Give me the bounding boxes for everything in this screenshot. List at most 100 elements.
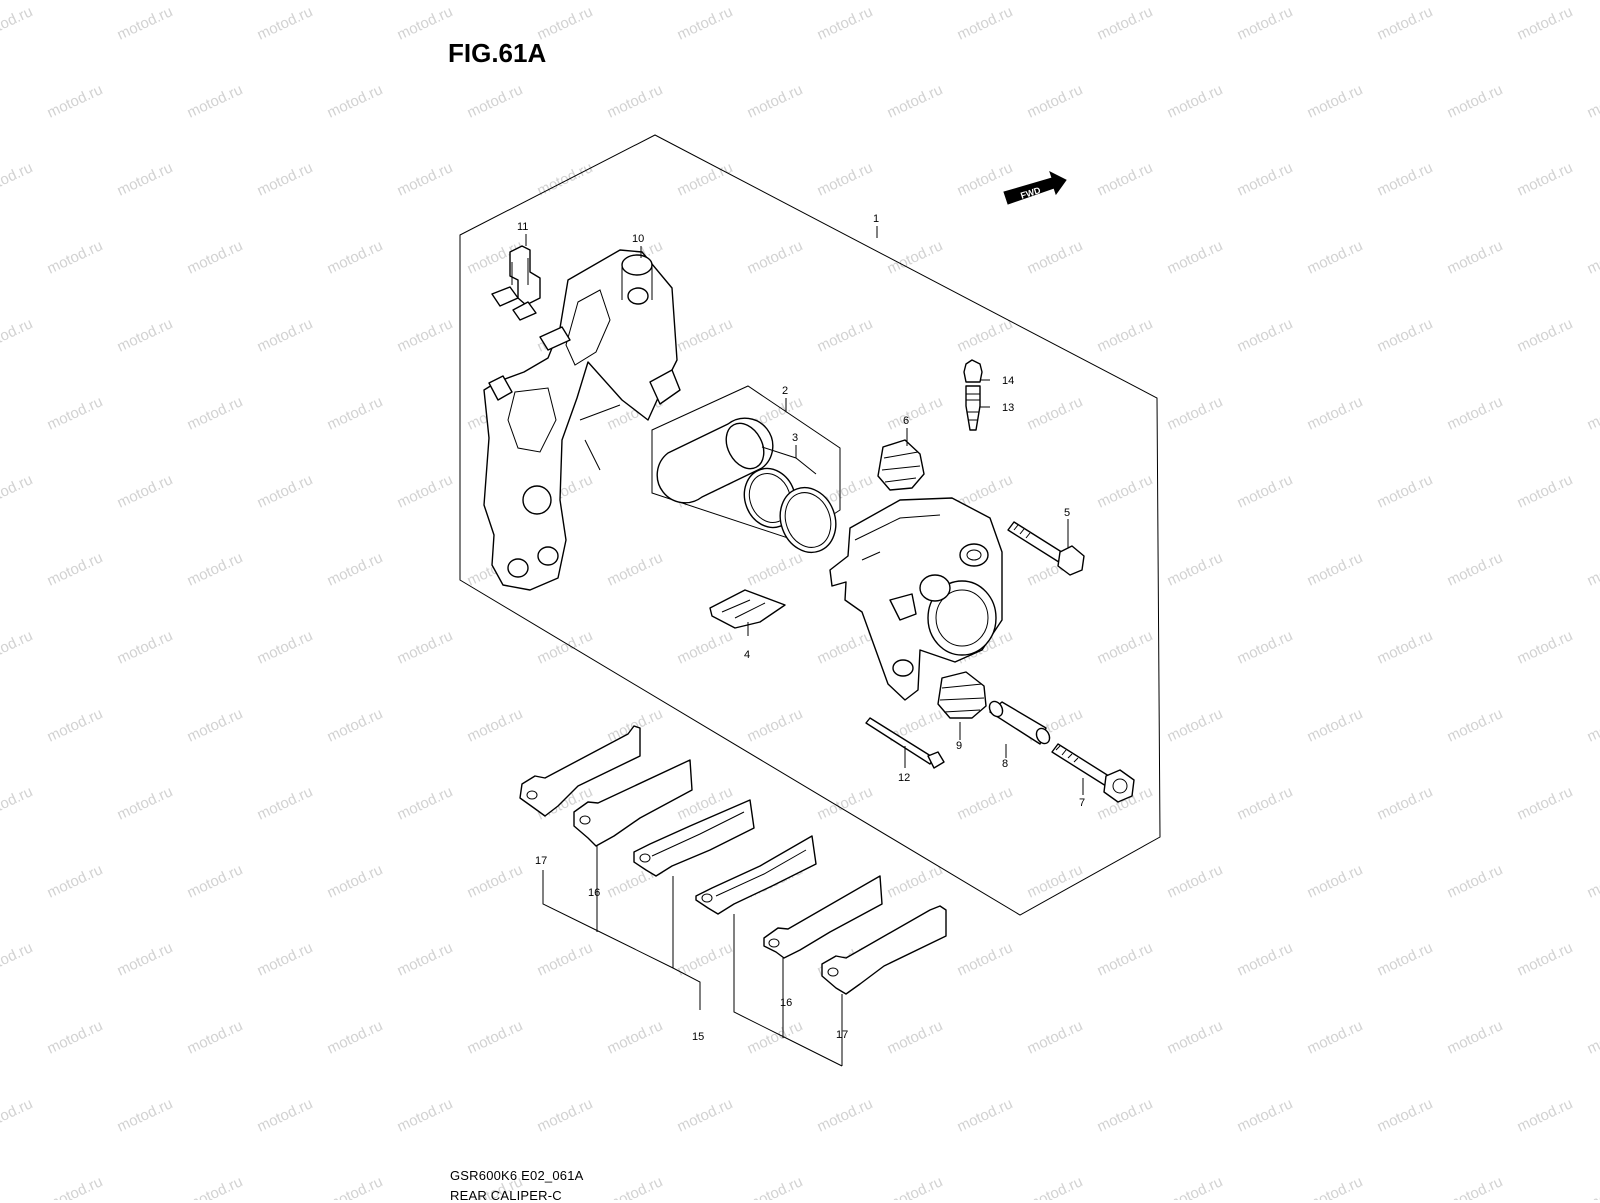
watermark-text: motod.ru <box>325 861 386 901</box>
watermark-text: motod.ru <box>1445 393 1506 433</box>
watermark-text: motod.ru <box>115 627 176 667</box>
watermark-text: motod.ru <box>255 627 316 667</box>
watermark-text: motod.ru <box>535 3 596 43</box>
watermark-text: motod.ru <box>395 471 456 511</box>
watermark-text: motod.ru <box>885 393 946 433</box>
watermark-text: motod.ru <box>1165 237 1226 277</box>
watermark-text: motod.ru <box>395 939 456 979</box>
watermark-text: motod.ru <box>45 1173 106 1200</box>
watermark-text: motod.ru <box>185 81 246 121</box>
pad-retainer-clip <box>491 245 541 321</box>
watermark-text: motod.ru <box>115 159 176 199</box>
watermark-text: motod.ru <box>185 1173 246 1200</box>
watermark-text: motod.ru <box>255 159 316 199</box>
watermark-text: motod.ru <box>1025 1173 1086 1200</box>
watermark-text: motod.ru <box>745 705 806 745</box>
figure-title: FIG.61A <box>448 38 547 68</box>
watermark-text: motod.ru <box>185 237 246 277</box>
watermark-text: motod.ru <box>1515 3 1576 43</box>
watermark-text: motod.ru <box>45 861 106 901</box>
watermark-text: motod.ru <box>1165 861 1226 901</box>
watermark-text: motod.ru <box>1235 3 1296 43</box>
watermark-text: motod.ru <box>1515 159 1576 199</box>
watermark-text: motod.ru <box>885 1017 946 1057</box>
watermark-text: motod.ru <box>1515 315 1576 355</box>
watermark-text: motod.ru <box>675 3 736 43</box>
watermark-text: motod.ru <box>325 81 386 121</box>
watermark-text: motod.ru <box>0 159 35 199</box>
callout-7: 7 <box>1079 797 1085 809</box>
watermark-text: motod.ru <box>1445 1173 1506 1200</box>
watermark-text: motod.ru <box>955 939 1016 979</box>
watermark-text: motod.ru <box>395 315 456 355</box>
watermark-text: motod.ru <box>1375 3 1436 43</box>
callout-5: 5 <box>1064 507 1070 519</box>
watermark-text: motod.ru <box>955 3 1016 43</box>
watermark-text: motod.ru <box>1025 237 1086 277</box>
watermark-text: motod.ru <box>0 315 35 355</box>
watermark-text: motod.ru <box>1235 939 1296 979</box>
callout-8: 8 <box>1002 758 1008 770</box>
watermark-text: motod.ru <box>815 783 876 823</box>
callout-2: 2 <box>782 385 788 397</box>
watermark-text: motod.ru <box>1305 1173 1366 1200</box>
watermark-text: motod.ru <box>1095 315 1156 355</box>
watermark-text: motod.ru <box>465 1017 526 1057</box>
watermark-text: motod.ru <box>465 81 526 121</box>
watermark-text: motod.ru <box>1095 159 1156 199</box>
watermark-text: motod.ru <box>1305 705 1366 745</box>
callout-9: 9 <box>956 740 962 752</box>
watermark-text: motod.ru <box>1305 549 1366 589</box>
watermark-text: motod.ru <box>675 315 736 355</box>
watermark-text: motod.ru <box>0 939 35 979</box>
watermark-text: motod.ru <box>745 1173 806 1200</box>
watermark-text: motod.ru <box>675 627 736 667</box>
leader-lines <box>525 226 1084 1067</box>
callout-3: 3 <box>792 432 798 444</box>
watermark-text: motod.ru <box>1445 705 1506 745</box>
brake-pads <box>519 725 947 995</box>
watermark-text: motod.ru <box>745 549 806 589</box>
watermark-text: motod.ru <box>0 783 35 823</box>
watermark-text: motod.ru <box>1165 81 1226 121</box>
watermark-text: motod.ru <box>1165 549 1226 589</box>
watermark-text: motod.ru <box>1095 939 1156 979</box>
watermark-text: motod.ru <box>535 939 596 979</box>
watermark-text: motod.ru <box>0 1095 35 1135</box>
seal-kit <box>651 385 841 554</box>
watermark-text: motod.ru <box>1585 549 1600 589</box>
watermark-text: motod.ru <box>1305 1017 1366 1057</box>
watermark-text: motod.ru <box>1375 471 1436 511</box>
watermark-text: motod.ru <box>1165 705 1226 745</box>
caliper-bracket <box>483 249 681 591</box>
watermark-text: motod.ru <box>115 783 176 823</box>
watermark-text: motod.ru <box>185 705 246 745</box>
watermark-text: motod.ru <box>1515 783 1576 823</box>
watermark-text: motod.ru <box>1025 393 1086 433</box>
watermark-text: motod.ru <box>885 1173 946 1200</box>
watermark-text: motod.ru <box>1585 1173 1600 1200</box>
watermark-text: motod.ru <box>255 3 316 43</box>
callout-6: 6 <box>903 415 909 427</box>
watermark-text: motod.ru <box>1165 393 1226 433</box>
watermark-text: motod.ru <box>1095 3 1156 43</box>
watermark-text: motod.ru <box>1235 315 1296 355</box>
watermark-text: motod.ru <box>1585 705 1600 745</box>
watermark-text: motod.ru <box>1025 1017 1086 1057</box>
watermark-text: motod.ru <box>605 1017 666 1057</box>
dust-boot-6 <box>877 439 925 491</box>
watermark-text: motod.ru <box>745 1017 806 1057</box>
watermark-text: motod.ru <box>255 1095 316 1135</box>
watermark-text: motod.ru <box>1095 627 1156 667</box>
bolt-7 <box>1051 743 1135 803</box>
callout-14: 14 <box>1002 375 1014 387</box>
callout-1: 1 <box>873 213 879 225</box>
watermark-text: motod.ru <box>605 81 666 121</box>
watermark-text: motod.ru <box>325 1017 386 1057</box>
watermark-text: motod.ru <box>675 159 736 199</box>
watermark-text: motod.ru <box>185 1017 246 1057</box>
watermark-text: motod.ru <box>1375 939 1436 979</box>
watermark-text: motod.ru <box>1235 1095 1296 1135</box>
bleeder-screw <box>965 385 981 431</box>
